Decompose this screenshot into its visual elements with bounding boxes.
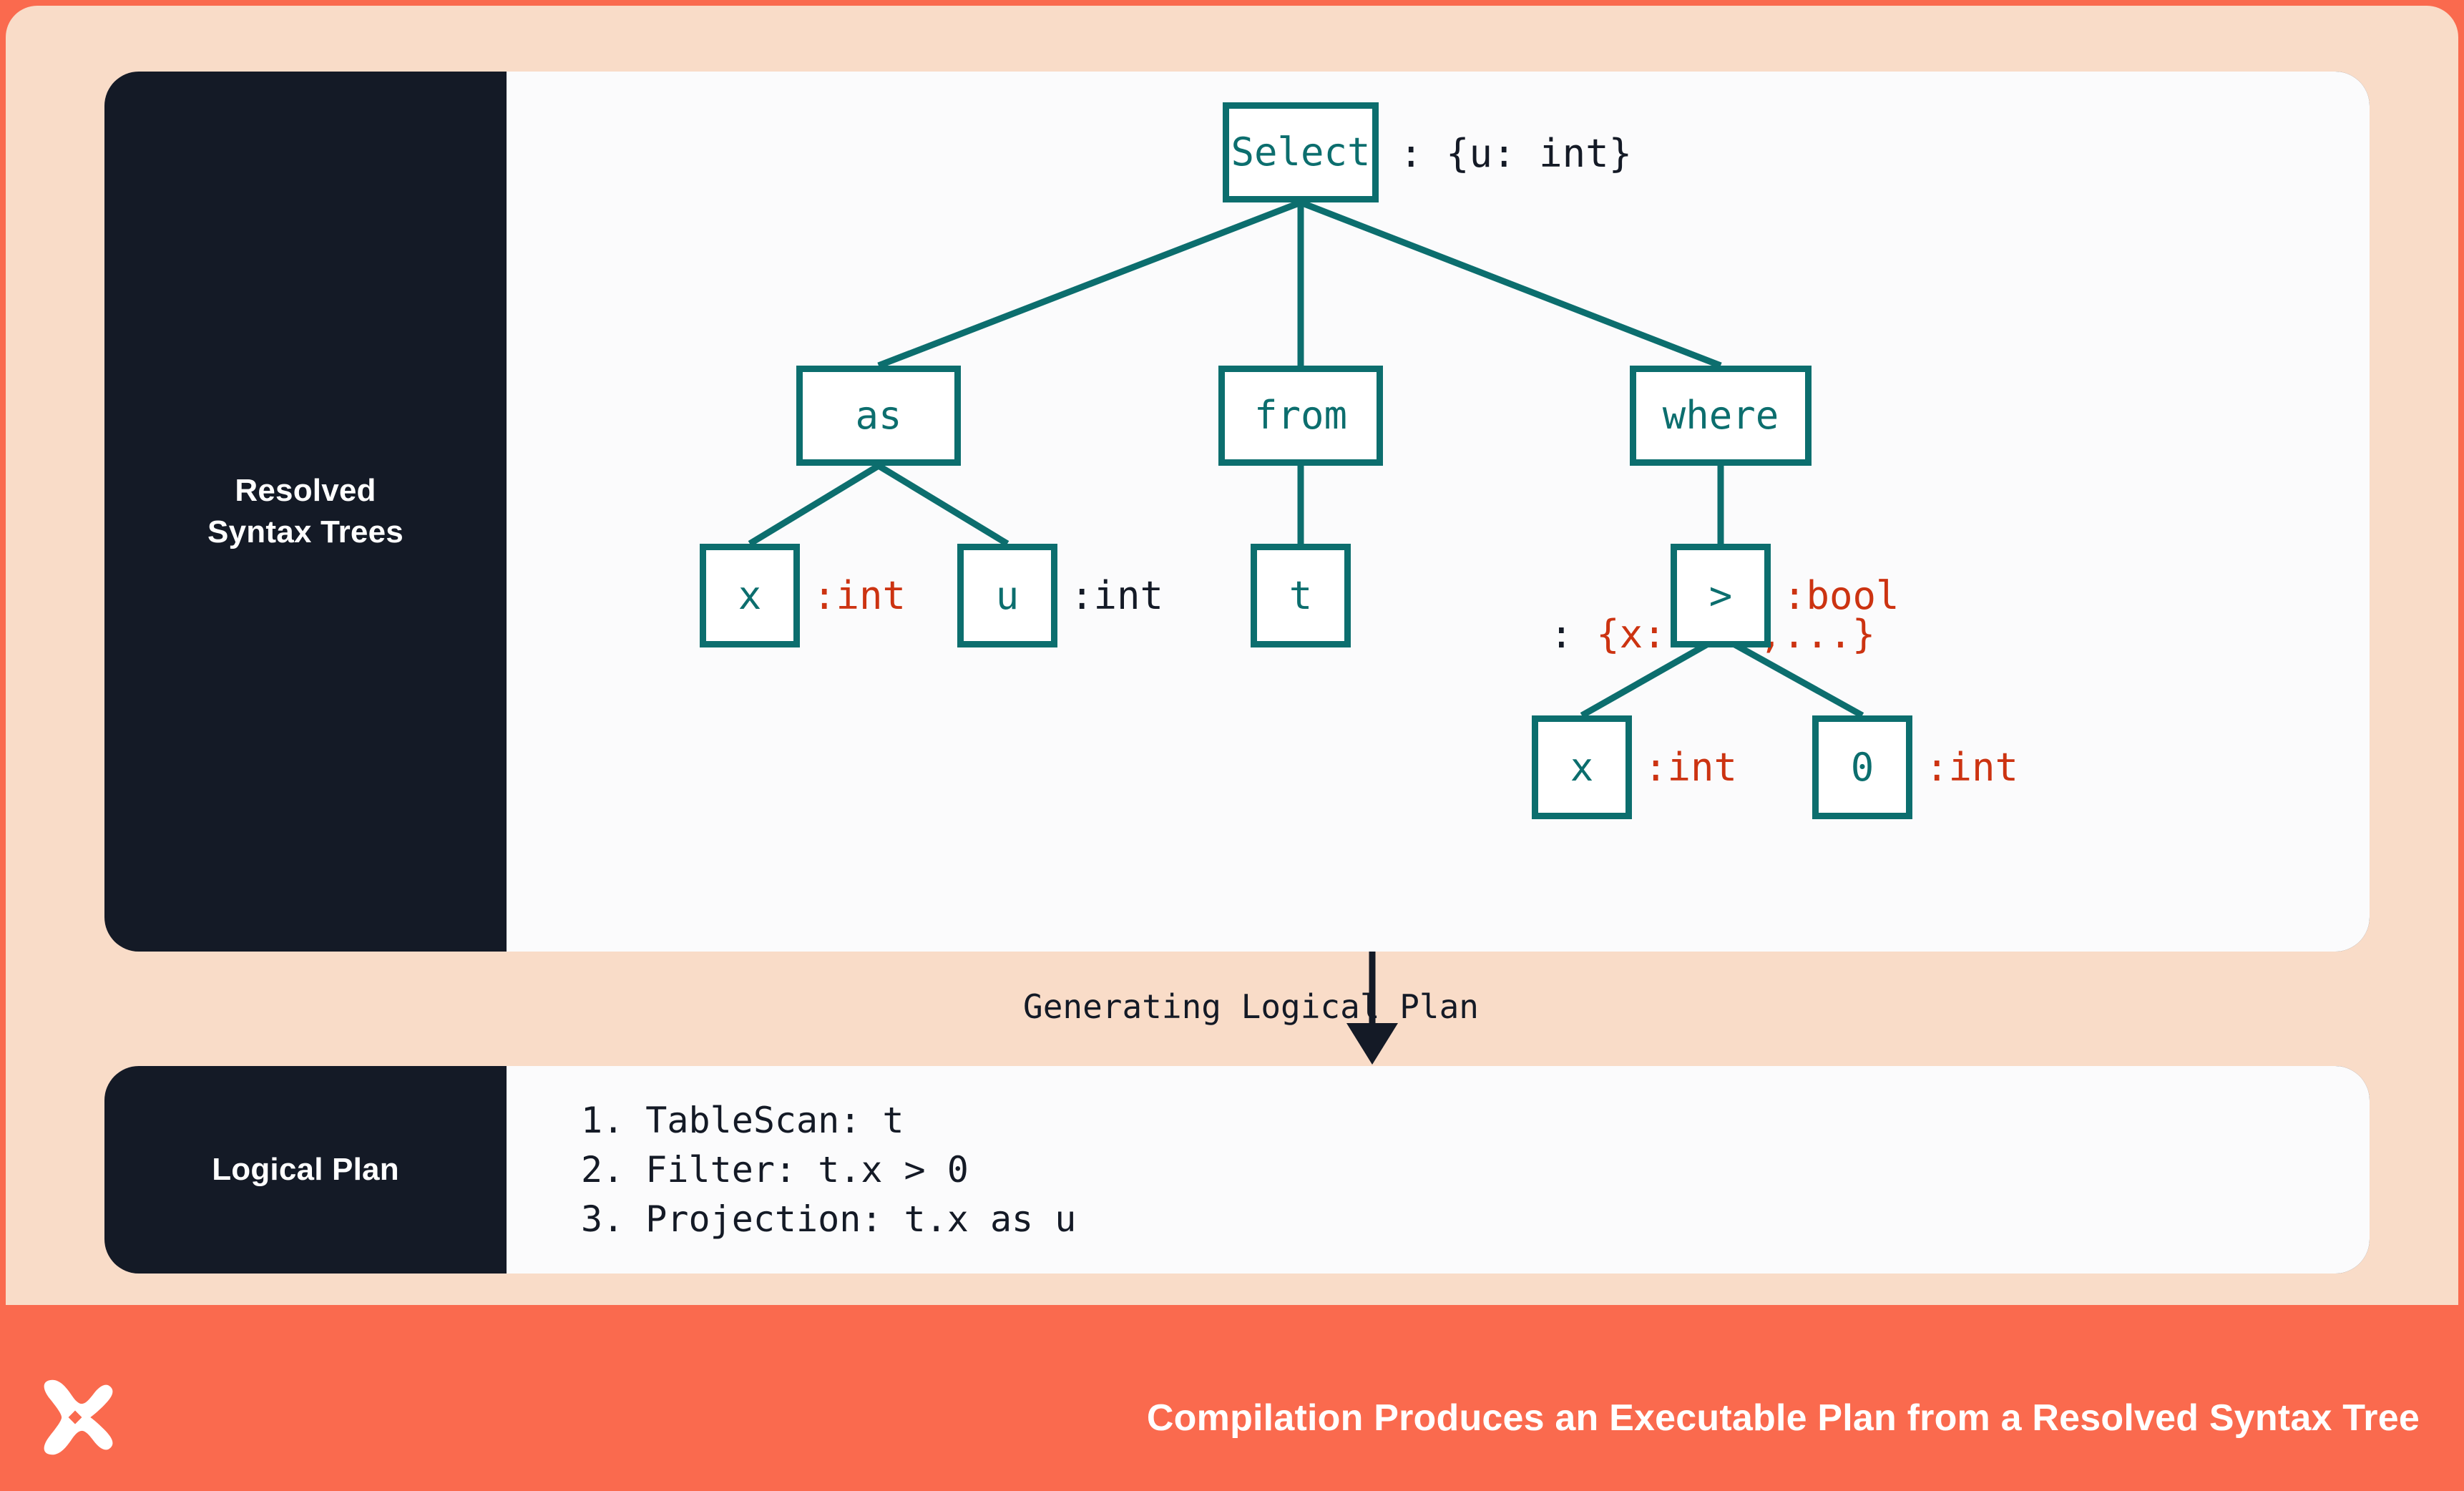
logical-plan-step: 1. TableScan: t [581, 1099, 904, 1141]
tree-node-from[interactable]: from [1218, 366, 1383, 466]
resolved-syntax-trees-label: Resolved Syntax Trees [104, 72, 507, 952]
edge-as-u [876, 463, 1009, 547]
tree-node-select[interactable]: Select [1223, 102, 1379, 202]
tree-node-gt-label: > [1708, 572, 1733, 618]
tree-node-as[interactable]: as [796, 366, 961, 466]
tree-annotation-gt-x: :int [1644, 745, 1738, 790]
logical-plan-body: 1. TableScan: t 2. Filter: t.x > 0 3. Pr… [507, 1066, 2370, 1274]
tree-annotation-gt-0: :int [1925, 745, 2019, 790]
tree-node-where[interactable]: where [1630, 366, 1812, 466]
tree-node-where-label: where [1662, 393, 1779, 438]
tree-node-as-label: as [855, 393, 902, 438]
tree-annotation-as-u: :int [1070, 573, 1164, 618]
logical-plan-panel: Logical Plan 1. TableScan: t 2. Filter: … [104, 1066, 2370, 1274]
tree-annotation-as-x: :int [813, 573, 906, 618]
generating-logical-plan-arrow [1346, 952, 1398, 1065]
tree-annotation-select: : {u: int} [1399, 131, 1633, 176]
edge-gt-0 [1719, 634, 1864, 718]
logical-plan-step: 3. Projection: t.x as u [581, 1198, 1077, 1240]
syntax-tree-canvas: Select : {u: int} as from where x :int u… [507, 72, 2370, 952]
rst-label-line-1: Resolved [235, 472, 376, 508]
edge-select-as [877, 199, 1302, 369]
stage-connector: Generating Logical Plan [104, 952, 2370, 1066]
x-mark-logo-icon [44, 1379, 113, 1455]
rst-label-line-2: Syntax Trees [207, 514, 404, 549]
tree-node-as-x[interactable]: x [700, 544, 800, 647]
tree-node-gt-0-label: 0 [1850, 744, 1874, 790]
tree-annotation-gt: :bool [1783, 573, 1900, 618]
tree-annotation-from-t-colon: : [1550, 612, 1597, 657]
connector-caption: Generating Logical Plan [1023, 987, 1479, 1026]
edge-select-where [1299, 199, 1722, 369]
tree-node-as-u[interactable]: u [957, 544, 1057, 647]
tree-node-gt[interactable]: > [1671, 544, 1771, 647]
tree-node-from-t[interactable]: t [1251, 544, 1351, 647]
tree-node-from-t-label: t [1289, 572, 1313, 618]
edge-gt-x [1580, 634, 1723, 718]
resolved-syntax-trees-panel: Resolved Syntax Trees [104, 72, 2370, 952]
tree-node-gt-x-label: x [1570, 744, 1594, 790]
tree-node-as-u-label: u [995, 572, 1020, 618]
tree-node-as-x-label: x [738, 572, 762, 618]
tree-edges [748, 199, 1864, 718]
footer-bar: Compilation Produces an Executable Plan … [0, 1345, 2464, 1491]
arrow-head [1346, 1023, 1398, 1065]
tree-node-gt-0[interactable]: 0 [1812, 715, 1912, 819]
tree-node-from-label: from [1253, 393, 1348, 438]
tree-node-gt-x[interactable]: x [1532, 715, 1632, 819]
logical-plan-label: Logical Plan [212, 1151, 399, 1187]
tree-node-select-label: Select [1231, 129, 1371, 175]
footer-caption: Compilation Produces an Executable Plan … [1146, 1397, 2420, 1439]
edge-as-x [748, 463, 881, 547]
logical-plan-step: 2. Filter: t.x > 0 [581, 1148, 969, 1191]
